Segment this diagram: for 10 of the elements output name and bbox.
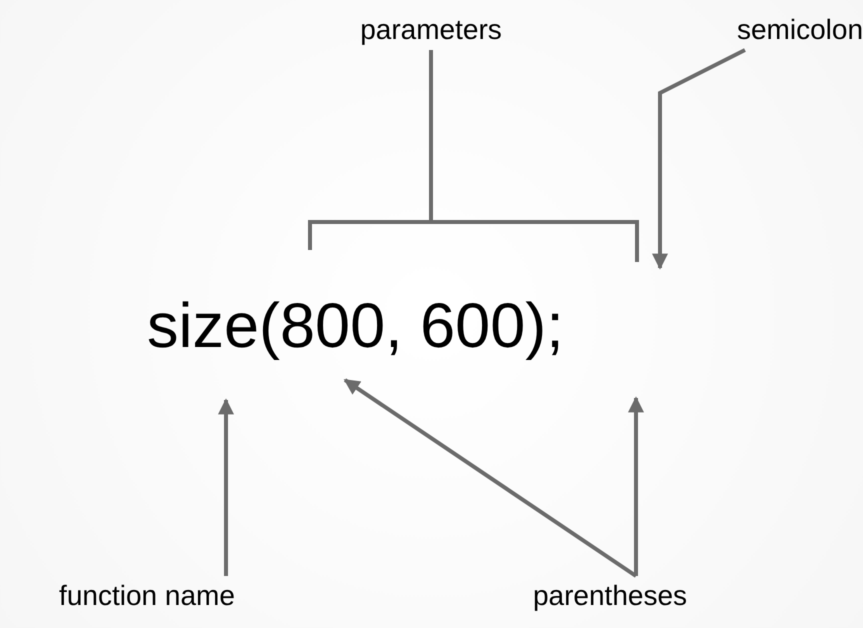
- leader-arrow: [344, 378, 638, 578]
- annotation-label: parameters: [360, 14, 502, 46]
- leader-arrow: [628, 396, 644, 576]
- bracket-leader-line: [308, 48, 639, 264]
- code-statement: size(800, 600);: [147, 290, 564, 362]
- leader-arrow: [652, 48, 746, 270]
- annotation-label: function name: [59, 580, 235, 612]
- annotation-label: semicolon: [736, 14, 863, 46]
- annotation-label: parentheses: [532, 580, 688, 612]
- leader-arrow: [218, 398, 234, 576]
